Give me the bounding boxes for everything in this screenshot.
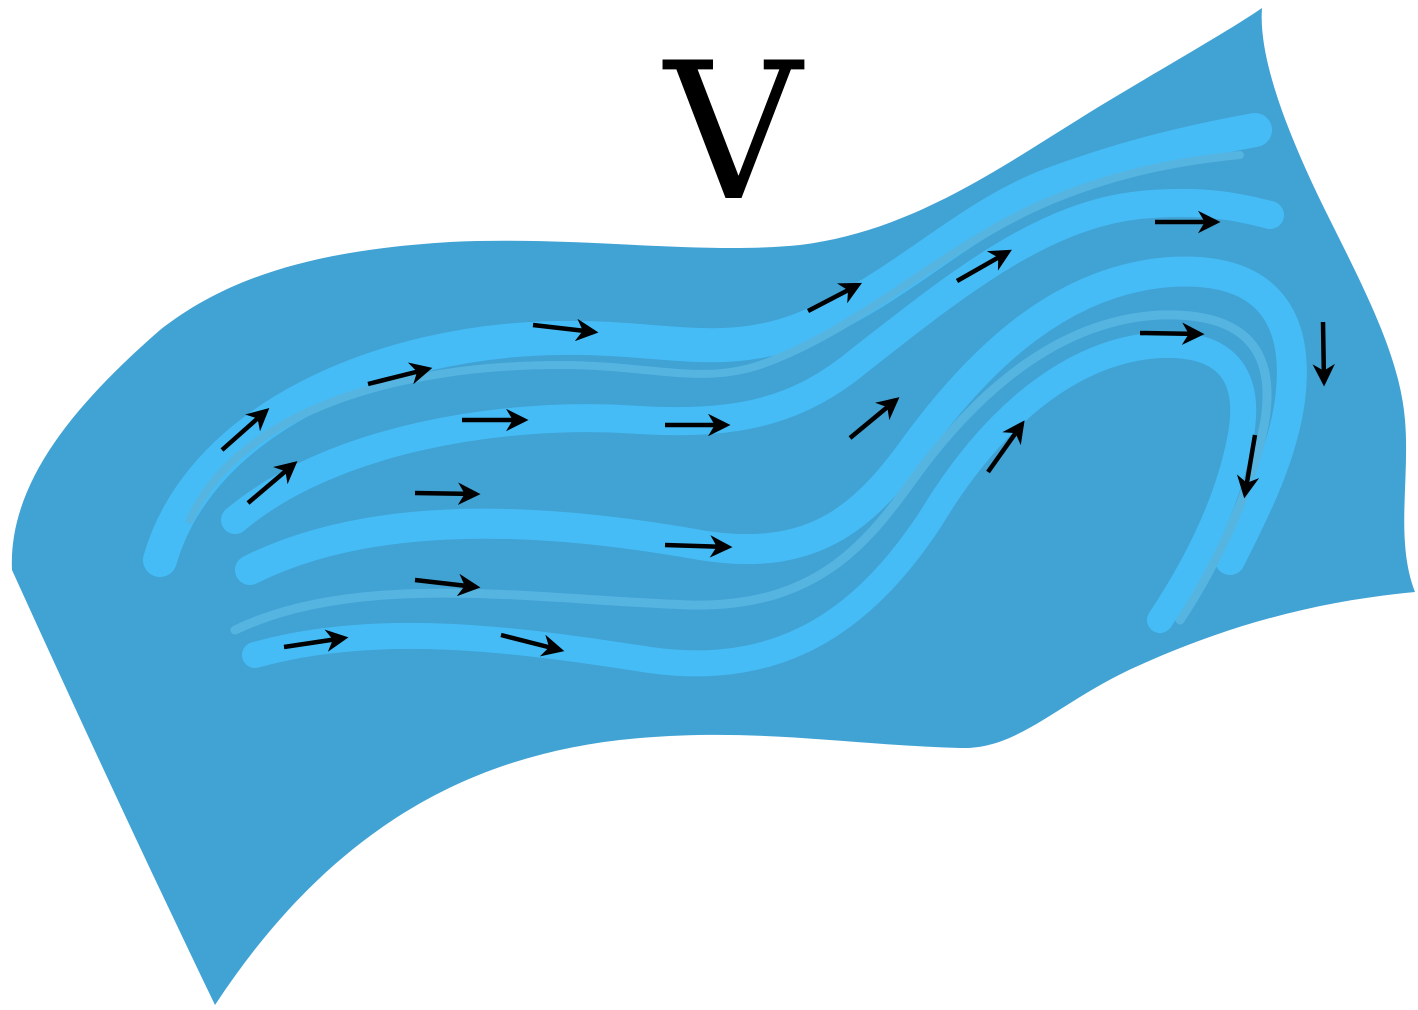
flow-arrow-icon: [1236, 434, 1260, 499]
flow-arrow-icon: [955, 249, 1012, 283]
flow-arrow-icon: [283, 629, 349, 652]
manifold-sheet: [11, 8, 1416, 1005]
streamline-band: [235, 256, 1307, 585]
flow-arrow-icon: [848, 397, 900, 440]
streamline-band: [221, 188, 1284, 534]
flow-arrow-icon: [986, 420, 1025, 474]
flow-arrow-icon: [664, 535, 733, 558]
flow-arrow-icon: [246, 461, 298, 505]
flow-arrow-icon: [806, 282, 862, 313]
manifold-label: V: [662, 22, 804, 243]
streamline-band: [143, 113, 1272, 577]
flow-arrow-icon: [500, 632, 565, 657]
flow-arrow-group: [220, 210, 1335, 657]
streamline-core: [186, 151, 1244, 524]
flow-arrow-icon: [1312, 321, 1335, 387]
streamline-core: [230, 310, 1272, 635]
flow-arrow-icon: [1139, 322, 1205, 345]
flow-arrow-icon: [532, 318, 599, 342]
flow-arrow-icon: [367, 362, 433, 387]
flow-arrow-icon: [220, 408, 270, 452]
flow-arrow-icon: [414, 482, 481, 505]
flow-arrow-icon: [414, 573, 481, 597]
